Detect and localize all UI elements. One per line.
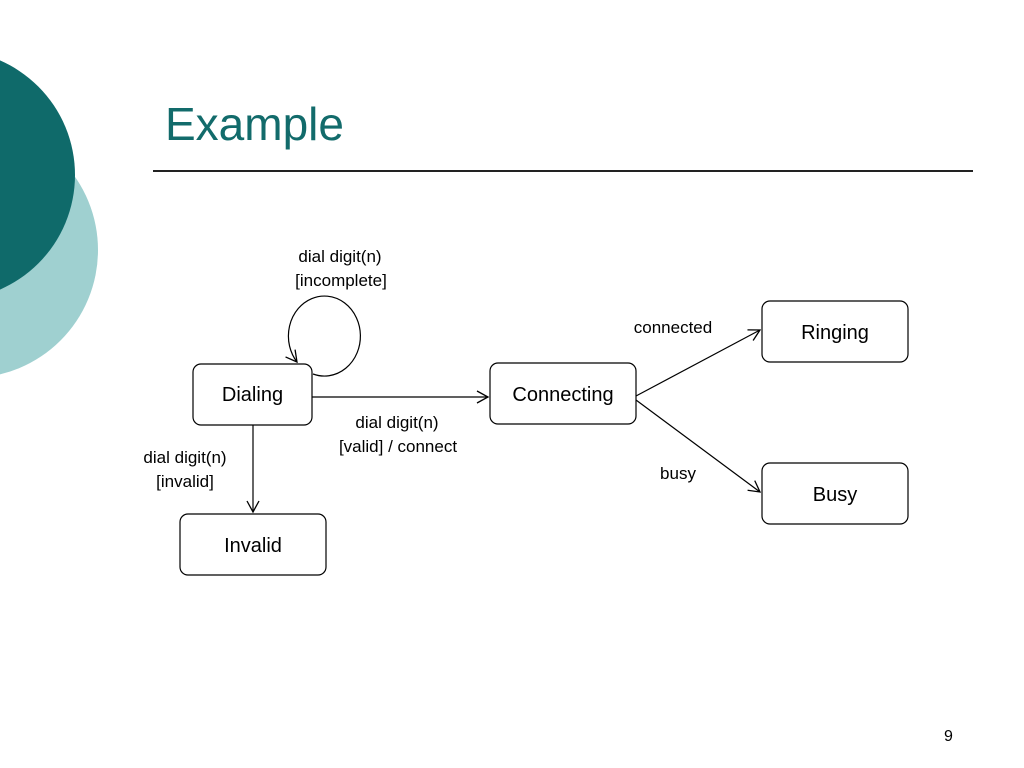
state-dialing-label: Dialing [222, 384, 283, 406]
dialing-connecting-label-line1: dial digit(n) [355, 413, 438, 432]
state-invalid: Invalid [179, 513, 327, 576]
self-loop-label-line1: dial digit(n) [298, 247, 381, 266]
state-dialing: Dialing [192, 363, 313, 426]
state-ringing: Ringing [761, 300, 909, 363]
dialing-invalid-label-line1: dial digit(n) [143, 448, 226, 467]
state-invalid-label: Invalid [224, 535, 282, 557]
page-number: 9 [944, 728, 953, 745]
dialing-connecting-label-line2: [valid] / connect [339, 437, 457, 456]
decorative-circles [0, 60, 98, 375]
state-connecting-label: Connecting [512, 384, 613, 406]
title-divider [153, 170, 973, 172]
connecting-busy-label: busy [660, 464, 696, 483]
state-connecting: Connecting [489, 362, 637, 425]
self-loop-label-line2: [incomplete] [295, 271, 387, 290]
transition-connecting-busy-arrow [635, 399, 762, 493]
connecting-ringing-label: connected [634, 318, 712, 337]
dialing-invalid-label-line2: [invalid] [156, 472, 214, 491]
transition-self-loop-arrow [285, 295, 361, 377]
transition-connecting-ringing-arrow [635, 329, 762, 397]
state-busy-label: Busy [813, 484, 857, 506]
slide-title: Example [165, 98, 344, 150]
state-busy: Busy [761, 462, 909, 525]
decorative-circle-dark [0, 60, 75, 290]
state-ringing-label: Ringing [801, 322, 869, 344]
